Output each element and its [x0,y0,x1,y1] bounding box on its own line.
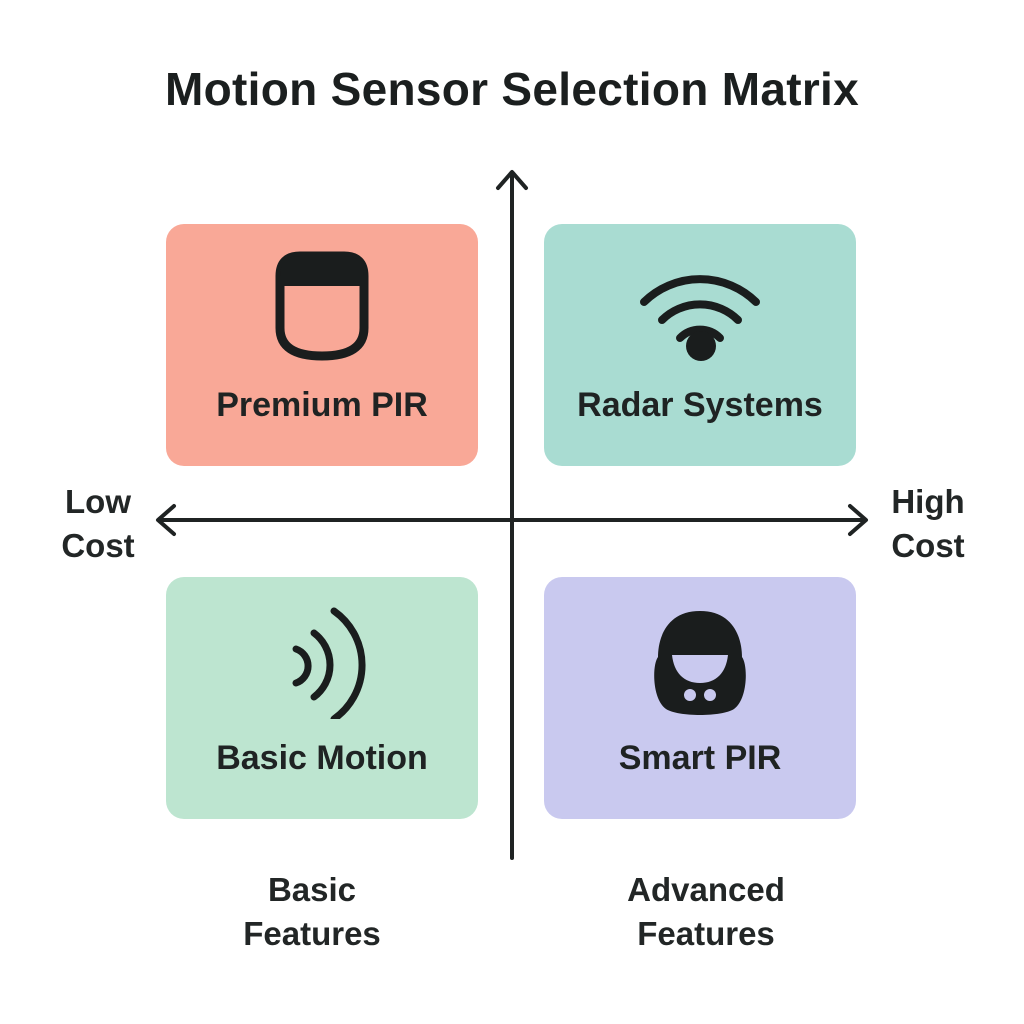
quadrant-label-premium-pir: Premium PIR [216,386,428,424]
axis-label-line: Advanced [627,871,785,908]
axis-label-low-cost: Low Cost [52,480,144,568]
wifi-signal-icon [640,275,760,361]
axis-label-line: High [891,483,965,520]
smart-sensor-icon [654,611,746,715]
horizontal-axis [156,504,868,536]
quadrant-radar-systems: Radar Systems [544,224,856,466]
quadrant-label-smart-pir: Smart PIR [618,739,782,777]
quadrant-label-radar-systems: Radar Systems [577,386,823,424]
diagram-title: Motion Sensor Selection Matrix [165,63,859,115]
sound-waves-icon [292,607,366,719]
axis-label-line: Cost [891,527,965,564]
axis-label-advanced-features: Advanced Features [590,868,822,956]
axis-label-line: Cost [61,527,135,564]
quadrant-smart-pir: Smart PIR [544,577,856,819]
axis-label-high-cost: High Cost [880,480,976,568]
axis-label-basic-features: Basic Features [200,868,424,956]
quadrant-basic-motion: Basic Motion [166,577,478,819]
pir-dome-icon [275,251,369,361]
axis-label-line: Low [65,483,131,520]
axis-label-line: Basic [267,871,357,908]
quadrant-label-basic-motion: Basic Motion [216,739,428,777]
axis-label-line: Features [637,915,775,952]
quadrant-premium-pir: Premium PIR [166,224,478,466]
vertical-axis [496,170,528,860]
axis-label-line: Features [243,915,381,952]
